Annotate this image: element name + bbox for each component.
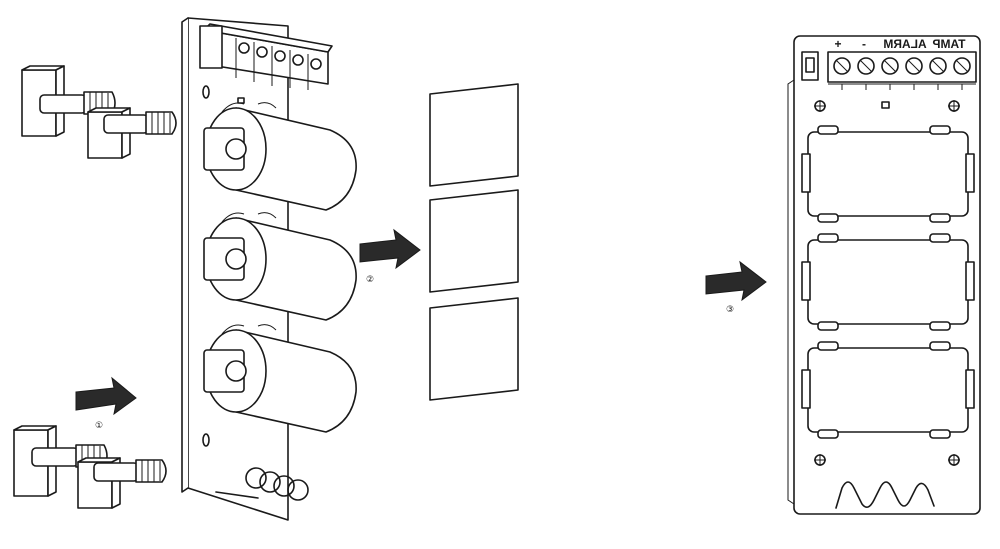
mounting-hole-top-left xyxy=(814,100,826,112)
mounting-hole-bottom-right xyxy=(948,454,960,466)
arrow-step-2 xyxy=(359,228,421,270)
mounting-hole-bottom-left xyxy=(814,454,826,466)
wall-anchor-top-1 xyxy=(21,65,116,137)
wall-anchor-top-2 xyxy=(87,107,177,159)
step-3-label: ③ xyxy=(726,305,734,315)
tamper-spring-perspective xyxy=(215,467,309,501)
terminal-label-tamp: TAMP xyxy=(932,37,965,51)
terminal-label-plus: + xyxy=(834,37,841,51)
adhesive-pads xyxy=(429,83,519,401)
terminal-screw-4 xyxy=(905,57,923,75)
terminal-screw-6 xyxy=(953,57,971,75)
arrow-step-3 xyxy=(705,260,767,302)
battery-holder-2 xyxy=(801,233,975,331)
terminal-screw-1 xyxy=(833,57,851,75)
terminal-label-alarm: ALARM xyxy=(883,37,926,51)
terminal-screw-3 xyxy=(881,57,899,75)
mounting-hole-top-right xyxy=(948,100,960,112)
battery-1 xyxy=(203,102,357,211)
battery-3 xyxy=(203,324,357,433)
battery-holder-1 xyxy=(801,125,975,223)
adhesive-pad-2 xyxy=(429,189,519,293)
arrow-step-1 xyxy=(75,376,137,416)
terminal-screw-5 xyxy=(929,57,947,75)
battery-holder-3 xyxy=(801,341,975,439)
terminal-strip-front xyxy=(827,51,977,90)
step-1-label: ① xyxy=(95,421,103,431)
circuit-board-perspective xyxy=(181,17,357,521)
battery-2 xyxy=(203,212,357,321)
tamper-spring-front xyxy=(835,481,935,509)
step-2-label: ② xyxy=(366,275,374,285)
adhesive-pad-1 xyxy=(429,83,519,187)
terminal-label-minus: - xyxy=(862,37,866,51)
terminal-block-perspective xyxy=(199,23,333,90)
adhesive-pad-3 xyxy=(429,297,519,401)
wall-anchor-bottom-2 xyxy=(77,457,167,509)
wall-anchor-bottom-1 xyxy=(13,425,108,497)
circuit-board-front: + - ALARM TAMP xyxy=(787,35,981,515)
terminal-screw-2 xyxy=(857,57,875,75)
